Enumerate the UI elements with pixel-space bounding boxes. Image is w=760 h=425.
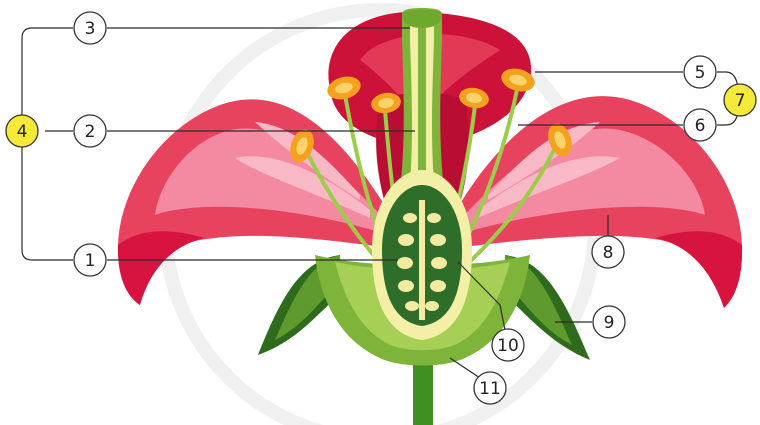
placenta	[419, 200, 425, 320]
svg-text:4: 4	[17, 122, 28, 142]
label-6: 6	[684, 109, 716, 141]
label-1: 1	[74, 244, 106, 276]
svg-text:3: 3	[85, 19, 96, 39]
svg-text:2: 2	[85, 122, 96, 142]
svg-text:11: 11	[479, 379, 501, 399]
svg-text:6: 6	[695, 116, 706, 136]
label-9: 9	[593, 306, 625, 338]
label-7: 7	[724, 84, 756, 116]
svg-text:9: 9	[604, 313, 615, 333]
svg-text:10: 10	[497, 336, 519, 356]
label-10: 10	[492, 329, 524, 361]
label-5: 5	[684, 56, 716, 88]
label-3: 3	[74, 12, 106, 44]
label-8: 8	[592, 236, 624, 268]
svg-text:1: 1	[85, 251, 96, 271]
svg-text:8: 8	[603, 243, 614, 263]
label-4: 4	[6, 115, 38, 147]
label-11: 11	[474, 372, 506, 404]
stem	[413, 355, 433, 425]
label-2: 2	[74, 115, 106, 147]
svg-text:7: 7	[735, 91, 746, 111]
svg-text:5: 5	[695, 63, 706, 83]
